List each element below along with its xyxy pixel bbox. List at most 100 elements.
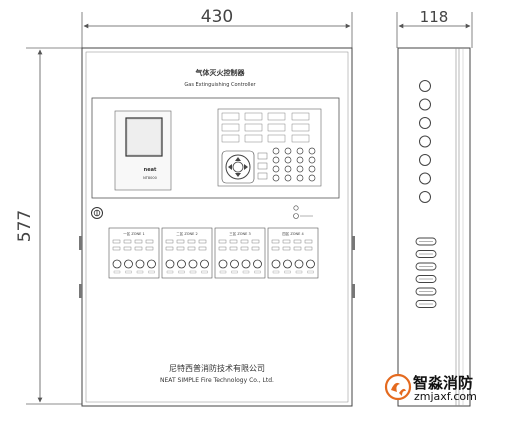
zone-indicator [240, 239, 249, 244]
zone-indicator [112, 246, 121, 251]
zone-button [294, 259, 304, 269]
zone-indicator [304, 246, 313, 251]
knockout-hole [419, 172, 431, 185]
width-dimension-label: 430 [201, 7, 233, 27]
zone-button-label [178, 270, 185, 274]
numeric-keypad[interactable] [272, 147, 316, 182]
knockout-hole [419, 135, 431, 148]
buzzer-indicator [293, 205, 313, 219]
function-button[interactable] [257, 152, 268, 160]
function-button[interactable] [257, 172, 268, 180]
zone-indicator [282, 239, 291, 244]
zone-button [271, 259, 281, 269]
zone-button-label [189, 270, 197, 274]
zone-indicator [271, 246, 280, 251]
zone-indicator [134, 246, 143, 251]
zone-indicator [187, 246, 196, 251]
zone-indicator [123, 239, 132, 244]
zone-button [218, 259, 228, 269]
depth-dimension: 118 [396, 8, 473, 48]
direction-pad[interactable] [221, 150, 255, 184]
zone-button [165, 259, 175, 269]
zone-indicator [134, 239, 143, 244]
width-dimension: 430 [81, 7, 353, 48]
key-lock[interactable] [91, 207, 103, 219]
zone-indicator [198, 246, 207, 251]
zone-button-label [166, 270, 174, 274]
zone-module-2: 二区 ZONE 2 [161, 227, 213, 279]
zone-button [188, 259, 198, 269]
zone-indicator [229, 239, 238, 244]
zone-module-3: 三区 ZONE 3 [214, 227, 266, 279]
panel-title-cn: 气体灭火控制器 [195, 68, 246, 77]
zone-indicator [198, 239, 207, 244]
zone-indicator [293, 239, 302, 244]
depth-dimension-label: 118 [420, 8, 449, 26]
upper-control-panel: neat NT8000 [91, 97, 340, 199]
zone-button [177, 259, 186, 269]
watermark-logo [384, 373, 412, 401]
zone-module-1: 一区 ZONE 1 [108, 227, 160, 279]
zone-button [253, 259, 262, 269]
zone-button [306, 259, 315, 269]
zone-button-label [254, 270, 261, 274]
zone-button-label [272, 270, 280, 274]
zone-indicator [145, 246, 154, 251]
knockout-hole [419, 117, 431, 129]
zone-button-label [231, 270, 238, 274]
zone-indicator [145, 239, 154, 244]
height-dimension-label: 577 [15, 210, 35, 242]
zone-indicator [165, 239, 174, 244]
zone-button-label [136, 270, 144, 274]
knockout-hole [419, 191, 431, 203]
zone-indicator [218, 239, 227, 244]
zone-button [124, 259, 133, 269]
side-vents [415, 237, 437, 308]
hinge-right-bottom [352, 284, 355, 298]
zone-indicator [176, 239, 185, 244]
zone-button-label [307, 270, 314, 274]
zone-label: 二区 ZONE 2 [176, 232, 197, 236]
zone-indicator [240, 246, 249, 251]
zone-indicator [293, 246, 302, 251]
zone-button-label [201, 270, 208, 274]
zone-label: 一区 ZONE 1 [123, 232, 144, 236]
zone-indicator [251, 246, 260, 251]
status-indicators [221, 112, 310, 143]
hinge-right-top [352, 236, 355, 250]
zone-details [112, 239, 315, 274]
brand-logo: neat [144, 167, 157, 173]
side-knockouts [419, 80, 431, 203]
zone-button-label [148, 270, 155, 274]
company-name-en: NEAT SIMPLE Fire Technology Co., Ltd. [160, 377, 274, 384]
zone-button-label [219, 270, 227, 274]
zone-button-label [125, 270, 132, 274]
zone-indicator [218, 246, 227, 251]
zone-label: 三区 ZONE 3 [229, 232, 250, 236]
hinge-bottom [79, 284, 82, 298]
knockout-hole [419, 154, 431, 166]
knockout-hole [419, 80, 431, 92]
model-label: NT8000 [143, 176, 157, 180]
zone-button [200, 259, 209, 269]
zone-button-label [113, 270, 121, 274]
hinge-top [79, 236, 82, 250]
zone-button [135, 259, 145, 269]
panel-title-en: Gas Extinguishing Controller [184, 82, 256, 88]
zone-indicator [282, 246, 291, 251]
zone-module-4: 四区 ZONE 4 [267, 227, 319, 279]
zone-button-label [284, 270, 291, 274]
zone-indicator [112, 239, 121, 244]
watermark-name: 智淼消防 [413, 374, 473, 392]
zone-indicator [229, 246, 238, 251]
function-button[interactable] [257, 162, 268, 170]
zone-indicator [271, 239, 280, 244]
height-dimension: 577 [15, 47, 84, 405]
zone-button [147, 259, 156, 269]
zone-button [112, 259, 122, 269]
watermark-url: zmjaxf.com [414, 390, 477, 403]
zone-indicator [123, 246, 132, 251]
zone-button-label [295, 270, 303, 274]
knockout-hole [419, 98, 431, 111]
